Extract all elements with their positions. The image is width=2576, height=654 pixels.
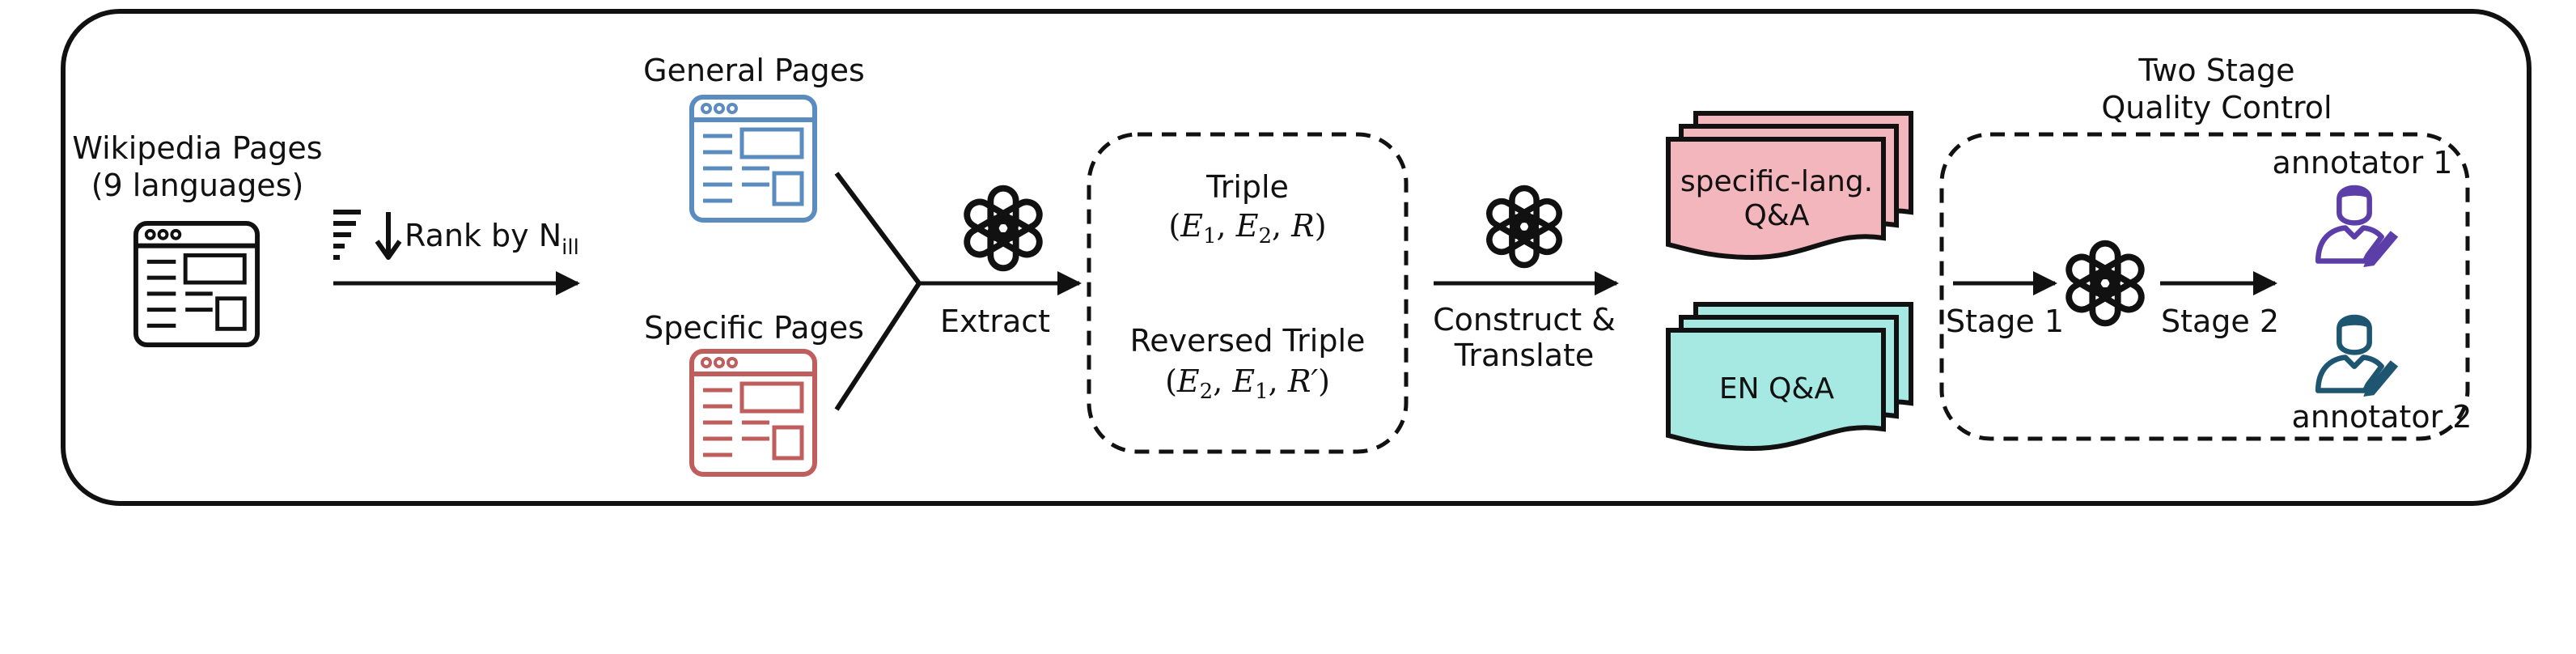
specific-qa-label-line1: specific-lang. bbox=[1680, 165, 1873, 198]
stage2-label: Stage 2 bbox=[2161, 304, 2279, 339]
merge-line-bottom bbox=[834, 282, 922, 411]
en-qa-stack bbox=[1666, 302, 1913, 452]
source-title-line2: (9 languages) bbox=[91, 168, 304, 203]
construct-label-line1: Construct & bbox=[1433, 302, 1616, 338]
source-title-line1: Wikipedia Pages bbox=[72, 130, 322, 166]
stage1-label: Stage 1 bbox=[1946, 304, 2064, 339]
triple-title: Triple bbox=[1205, 169, 1289, 205]
openai-logo-icon bbox=[962, 189, 1044, 269]
quality-box bbox=[1939, 132, 2470, 441]
annotator1-label: annotator 1 bbox=[2273, 145, 2453, 180]
triple-expression: (E1, E2, R) bbox=[1168, 208, 1326, 248]
annotator2-label: annotator 2 bbox=[2292, 399, 2472, 435]
outer-frame bbox=[61, 9, 2532, 506]
sort-descending-icon bbox=[333, 210, 402, 260]
en-qa-label: EN Q&A bbox=[1719, 372, 1835, 406]
openai-logo-icon bbox=[1485, 188, 1563, 265]
openai-logo-icon bbox=[2064, 244, 2146, 324]
reversed-triple-expression: (E2, E1, R′) bbox=[1165, 363, 1330, 404]
specific-qa-stack bbox=[1666, 111, 1913, 261]
merge-line-top bbox=[834, 172, 922, 285]
browser-page-icon bbox=[136, 223, 257, 345]
general-page-icon bbox=[692, 97, 815, 220]
rank-label: Rank by Nill bbox=[405, 218, 579, 260]
quality-title-line2: Quality Control bbox=[2101, 90, 2332, 125]
reversed-triple-title: Reversed Triple bbox=[1130, 323, 1366, 359]
annotator-icon bbox=[2318, 188, 2398, 267]
construct-label-line2: Translate bbox=[1454, 338, 1595, 373]
specific-qa-label-line2: Q&A bbox=[1743, 199, 1809, 232]
specific-pages-label: Specific Pages bbox=[644, 310, 864, 346]
triples-box bbox=[1087, 132, 1409, 454]
annotator-icon bbox=[2318, 317, 2398, 397]
general-pages-label: General Pages bbox=[643, 53, 865, 88]
specific-page-icon bbox=[692, 351, 815, 474]
quality-title-line1: Two Stage bbox=[2137, 53, 2294, 88]
extract-label: Extract bbox=[940, 304, 1050, 339]
